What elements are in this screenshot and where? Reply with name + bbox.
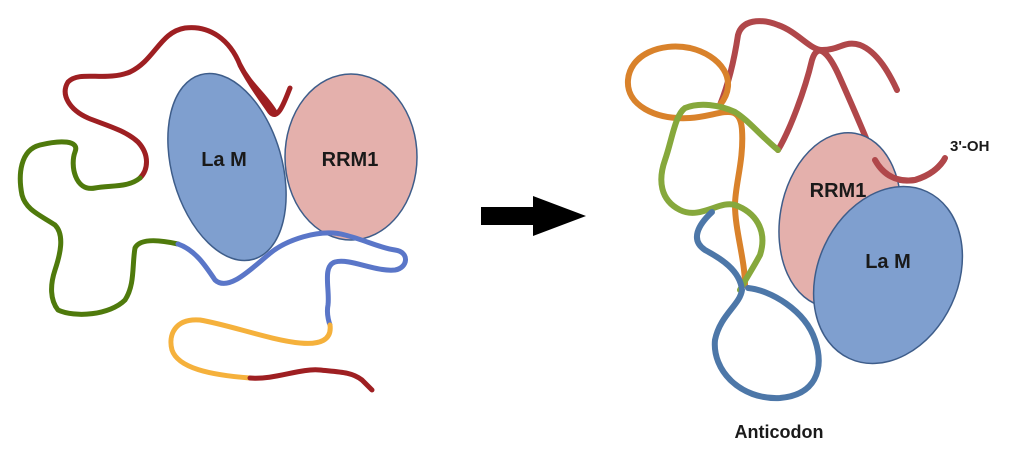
right-three-prime-tail [872,157,947,184]
right-la-m-label: La M [865,251,911,273]
right-green-strand [658,101,781,293]
left-red-strand-upper [237,62,293,117]
left-panel: La M RRM1 [17,25,418,393]
left-rrm1-domain [284,73,418,241]
right-rrm1-label: RRM1 [810,180,867,202]
left-la-m-label: La M [201,149,247,171]
left-orange-strand [168,317,333,381]
left-la-m-domain [167,72,287,262]
left-red-strand-top [62,25,278,181]
right-orange-loop [624,43,748,288]
right-la-m-domain [812,185,964,365]
left-green-strand [17,139,181,317]
three-prime-oh-label: 3'-OH [950,138,989,155]
right-arrow-icon [481,196,586,236]
right-blue-strand [693,209,822,402]
anticodon-label: Anticodon [735,422,824,442]
left-blue-strand [175,230,408,328]
right-panel: RRM1 La M 3'-OH Anticodon [624,18,989,442]
left-red-strand-bottom [247,367,375,393]
left-rrm1-label: RRM1 [322,149,379,171]
transition-arrow [481,196,586,236]
